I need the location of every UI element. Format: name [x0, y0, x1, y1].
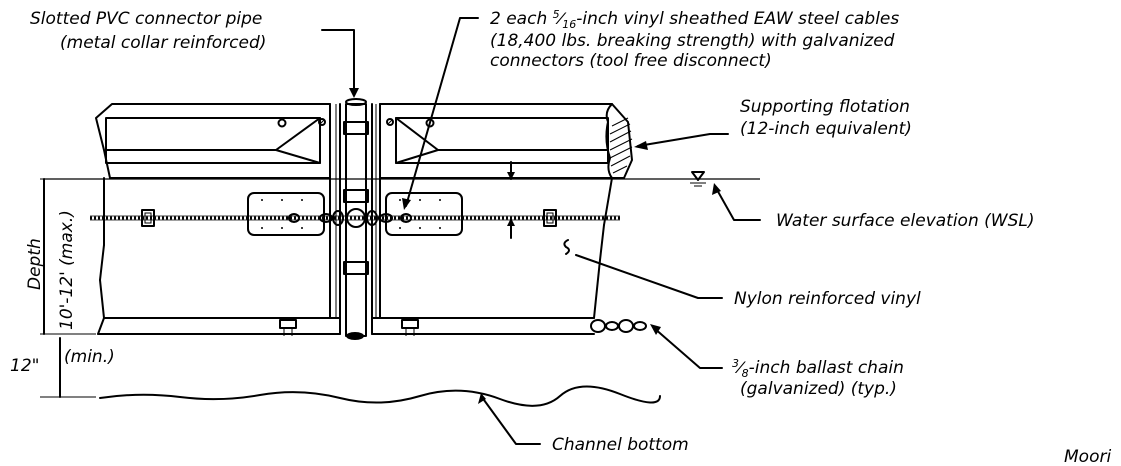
svg-text:Nylon reinforced vinyl: Nylon reinforced vinyl [734, 289, 921, 309]
svg-text:(galvanized) (typ.): (galvanized) (typ.) [740, 379, 897, 399]
cable-clamp [543, 209, 557, 227]
water-surface-line [44, 171, 760, 187]
svg-text:(min.): (min.) [64, 347, 115, 367]
svg-text:(18,400 lbs. breaking strengt: (18,400 lbs. breaking strength) with gal… [490, 31, 895, 51]
curtain-skirt [97, 103, 613, 335]
nylon-marker [563, 239, 570, 255]
svg-text:(12-inch equivalent): (12-inch equivalent) [740, 119, 912, 139]
pipe-collar [343, 261, 369, 275]
svg-text:connectors (tool free disconne: connectors (tool free disconnect) [490, 51, 772, 71]
pipe-collar [343, 189, 369, 203]
cable-label-line2: (18,400 lbs. breaking strength) with gal… [490, 31, 895, 51]
svg-text:Channel bottom: Channel bottom [552, 435, 689, 455]
pipe-bottom-cap [346, 332, 364, 340]
svg-text:Supporting flotation: Supporting flotation [740, 97, 910, 117]
svg-text:Moori: Moori [1064, 447, 1111, 466]
bottom-clips [279, 319, 419, 336]
svg-text:12": 12" [10, 356, 39, 376]
cable-label-line3: connectors (tool free disconnect) [490, 51, 772, 71]
svg-text:Water surface elevation (WSL): Water surface elevation (WSL) [776, 211, 1034, 231]
water-surface-symbol [691, 171, 705, 181]
clearance-12in-label: 12" [10, 356, 39, 376]
clearance-min-label: (min.) [64, 347, 115, 367]
cable-connectors [288, 208, 412, 228]
depth-label: Depth [25, 238, 45, 290]
svg-text:Slotted PVC connector pipe: Slotted PVC connector pipe [30, 9, 262, 29]
cable-clamp [141, 209, 155, 227]
wsl-label: Water surface elevation (WSL) [776, 211, 1034, 231]
pipe-collar [343, 121, 369, 135]
channel-bottom-line [99, 385, 661, 407]
flotation-label-line2: (12-inch equivalent) [740, 119, 912, 139]
dimension-lines [40, 161, 515, 398]
left-flotation-boom [95, 103, 331, 179]
pvc-label-line1: Slotted PVC connector pipe [30, 9, 262, 29]
ballast-chain [590, 319, 647, 333]
svg-text:(metal collar reinforced): (metal collar reinforced) [60, 33, 266, 53]
channel-bottom-label: Channel bottom [552, 435, 689, 455]
pvc-label-line2: (metal collar reinforced) [60, 33, 266, 53]
caption-fragment: Moori [1064, 447, 1111, 466]
svg-text:Depth: Depth [25, 238, 45, 290]
steel-cable [90, 208, 620, 228]
nylon-label: Nylon reinforced vinyl [734, 289, 921, 309]
leader-lines [321, 17, 761, 445]
chain-label-line1: 3⁄8-inch ballast chain [732, 357, 904, 380]
cable-label-line1: 2 each 5⁄16-inch vinyl sheathed EAW stee… [490, 8, 899, 31]
reinforcement-pads [247, 192, 463, 236]
flotation-section-hatch [605, 103, 633, 179]
depth-range-label: 10'-12' (max.) [57, 210, 77, 330]
chain-label-line2: (galvanized) (typ.) [740, 379, 897, 399]
svg-text:10'-12' (max.): 10'-12' (max.) [57, 210, 77, 330]
flotation-label-line1: Supporting flotation [740, 97, 910, 117]
